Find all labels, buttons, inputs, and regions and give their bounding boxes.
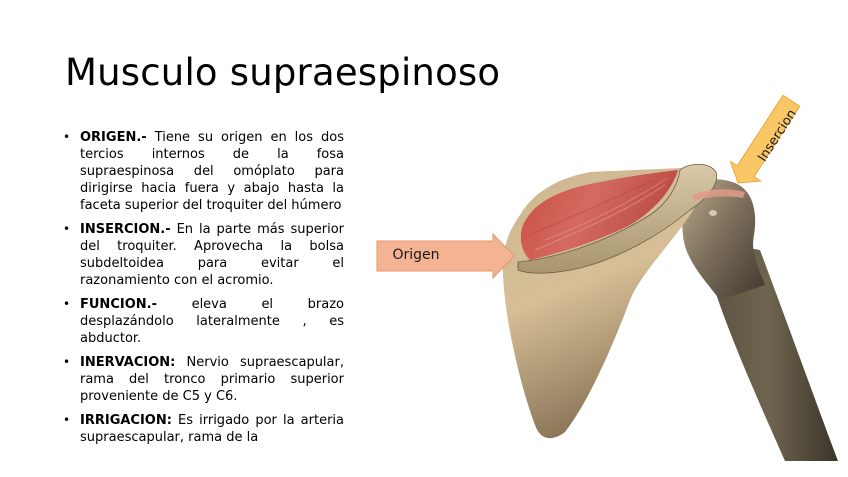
bullet-text: Nervio supraescapular, rama del tronco p… [80, 355, 344, 404]
bullet-irrigacion: • IRRIGACION: Es irrigado por la arteria … [62, 412, 344, 446]
supraspinatus-muscle [520, 170, 678, 260]
bullet-label: IRRIGACION: [80, 413, 172, 428]
bullet-icon: • [63, 222, 71, 236]
bullet-insercion: • INSERCION.- En la parte más superior de… [62, 221, 344, 289]
bullet-icon: • [63, 130, 71, 144]
slide-title: Musculo supraespinoso [65, 51, 501, 94]
bullet-list: • ORIGEN.- Tiene su origen en los dos ter… [62, 129, 344, 446]
bullet-list-container: • ORIGEN.- Tiene su origen en los dos ter… [62, 129, 344, 453]
bullet-text: En la parte más superior del troquiter. … [80, 222, 344, 288]
origen-arrow [376, 232, 515, 280]
bullet-icon: • [63, 297, 71, 311]
bullet-text: Es irrigado por la arteria supraescapula… [80, 413, 344, 445]
insercion-arrow [729, 94, 801, 184]
humerus-shaft [700, 240, 838, 461]
bullet-text: eleva el brazo desplazándolo lateralment… [80, 297, 344, 346]
bullet-origen: • ORIGEN.- Tiene su origen en los dos ter… [62, 129, 344, 214]
bullet-label: INSERCION.- [80, 222, 171, 237]
bullet-label: INERVACION: [80, 355, 176, 370]
bullet-inervacion: • INERVACION: Nervio supraescapular, rama… [62, 354, 344, 405]
bullet-icon: • [63, 413, 71, 427]
bullet-label: FUNCION.- [80, 297, 157, 312]
bullet-text: Tiene su origen en los dos tercios inter… [80, 130, 344, 213]
scapular-spine [517, 163, 718, 274]
bullet-icon: • [63, 355, 71, 369]
bullet-label: ORIGEN.- [80, 130, 147, 145]
origen-callout-label: Origen [392, 247, 440, 263]
humerus-head [682, 179, 765, 300]
bullet-funcion: • FUNCION.- eleva el brazo desplazándolo … [62, 296, 344, 347]
